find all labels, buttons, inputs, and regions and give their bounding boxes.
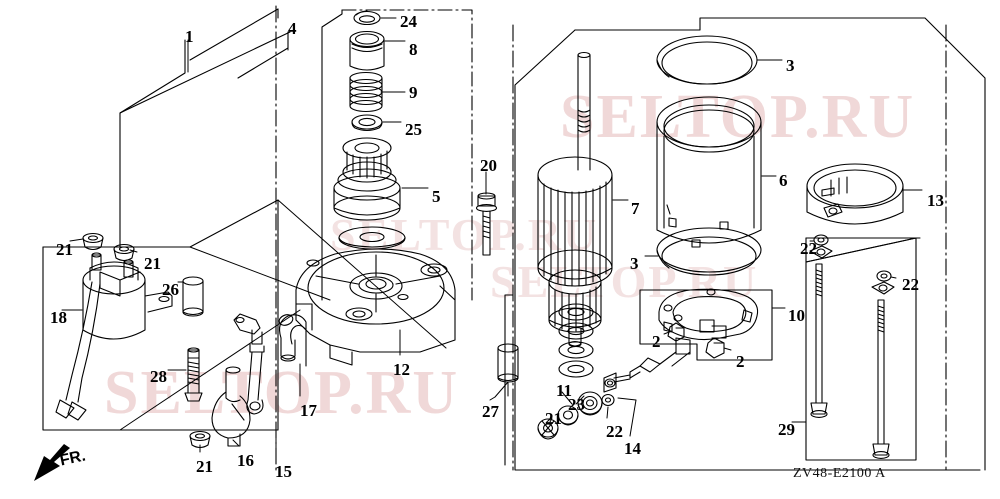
part-24-clip-ring-inner	[358, 15, 376, 23]
callout-number-clip-ring: 24	[400, 12, 417, 31]
group-4-boundary-a	[237, 31, 289, 79]
callout-number-shim-washer-set: 11	[556, 381, 573, 400]
callout-number-brush: 2	[736, 352, 745, 371]
part-26-rubber-mount	[182, 276, 204, 317]
part-5-pinion-gear-assembly	[333, 137, 401, 221]
callout-number-rubber-bushing: 27	[482, 402, 499, 421]
part-15-cable-link-assembly	[233, 313, 265, 415]
part-29-through-bolt-a	[809, 245, 833, 418]
part-22-washer-small	[601, 393, 615, 407]
pinion-group-frame	[341, 9, 473, 301]
part-2-brush-a	[667, 322, 685, 342]
part-10-brush-holder-assembly	[658, 288, 759, 341]
part-3-o-ring-lower	[656, 227, 762, 276]
part-lower-washer-outer	[338, 226, 406, 250]
part-23-bushing	[557, 405, 579, 426]
part-9-spring	[349, 71, 383, 113]
part-8-collar-bore	[354, 33, 380, 45]
group-1-diagonal	[119, 31, 291, 114]
leader-lines	[61, 17, 923, 459]
callout-number-end-cover-bracket: 13	[927, 191, 944, 210]
motor-group-frame-left	[514, 29, 981, 471]
callout-number-o-ring: 3	[786, 56, 795, 75]
solenoid-group-box-diag	[189, 199, 279, 248]
part-11-washers-stack	[558, 303, 594, 378]
callout-number-washer: 25	[405, 120, 422, 139]
brush-group-box	[639, 289, 773, 361]
callout-number-armature: 7	[631, 199, 640, 218]
callout-number-brush: 2	[652, 332, 661, 351]
part-11-bearing	[577, 391, 603, 416]
part-13-end-cover-bracket	[806, 163, 904, 225]
callout-number-pinion-stopper-collar: 8	[409, 40, 418, 59]
part-24-clip-gap	[355, 10, 368, 16]
callout-number-washer: 22	[902, 275, 919, 294]
callout-number-bolt: 28	[150, 367, 167, 386]
part-16-terminal-cap	[211, 366, 251, 447]
part-20-flange-bolt	[475, 192, 498, 256]
callout-number-motor-case-yoke: 6	[779, 171, 788, 190]
part-22-nut-upper	[813, 234, 829, 246]
part-12-gear-case-housing	[295, 248, 456, 366]
callout-number-flange-bolt: 20	[480, 156, 497, 175]
part-lower-washer-edge	[338, 237, 406, 248]
callout-number-starter-motor-assembly: 1	[185, 27, 194, 46]
part-21-flange-nut-d	[537, 418, 559, 440]
part-lower-washer-inner	[359, 231, 385, 243]
part-7-armature	[537, 51, 613, 348]
part-2-brush-b	[705, 337, 725, 359]
part-21-flange-nut-a	[82, 232, 104, 251]
callout-number-starter-sub-assembly: 4	[288, 19, 297, 38]
diagram-code: ZV48-E2100 A	[793, 466, 886, 481]
motor-group-frame-top	[574, 17, 986, 251]
part-22-nut-lower	[876, 270, 892, 282]
callout-number-cable-link-assembly: 15	[275, 462, 292, 481]
callout-number-brush-holder-assembly: 10	[788, 306, 805, 325]
part-25-washer-inner	[358, 117, 376, 127]
washer-group-frame	[504, 294, 514, 466]
callout-number-through-bolt: 29	[778, 420, 795, 439]
callout-number-washer: 22	[606, 422, 623, 441]
pinion-group-left-edge	[321, 9, 343, 301]
part-8-collar-body	[349, 38, 385, 71]
callout-number-rubber-mount: 26	[162, 280, 179, 299]
part-28-bolt	[184, 347, 203, 402]
group-1-boundary	[119, 39, 186, 248]
part-17-rubber-hose	[278, 314, 307, 367]
part-6-motor-case-yoke	[656, 96, 762, 248]
part-3-o-ring-top	[656, 35, 758, 85]
part-8-thread-1	[351, 43, 383, 49]
callout-number-o-ring: 3	[630, 254, 639, 273]
part-18-starter-solenoid	[55, 252, 173, 421]
callout-number-washer: 22	[800, 239, 817, 258]
solenoid-group-box	[42, 246, 279, 431]
callout-number-rubber-hose: 17	[300, 401, 317, 420]
callout-number-terminal-bolt-assembly: 14	[624, 439, 641, 458]
part-29-through-bolt-b	[871, 281, 895, 459]
callout-number-bushing: 23	[568, 395, 585, 414]
callout-number-pinion-gear-assembly: 5	[432, 187, 441, 206]
bolt-group-box	[805, 237, 917, 461]
fr-direction-arrow	[34, 444, 70, 481]
part-25-washer-thickness	[351, 121, 383, 132]
callout-number-flange-nut: 21	[144, 254, 161, 273]
assembly-link-lines	[119, 199, 917, 431]
callout-number-pinion-spring: 9	[409, 83, 418, 102]
callout-number-flange-nut: 21	[196, 457, 213, 476]
callout-number-terminal-cap: 16	[237, 451, 254, 470]
callout-number-flange-nut: 21	[545, 409, 562, 428]
part-14-terminal-bolt-assembly	[603, 337, 691, 393]
part-25-washer-outer	[351, 114, 383, 130]
callout-number-flange-nut: 21	[56, 240, 73, 259]
callout-number-gear-case-housing: 12	[393, 360, 410, 379]
part-8-thread-2	[351, 47, 383, 53]
part-21-flange-nut-b	[113, 243, 135, 262]
callout-number-starter-solenoid: 18	[50, 308, 67, 327]
